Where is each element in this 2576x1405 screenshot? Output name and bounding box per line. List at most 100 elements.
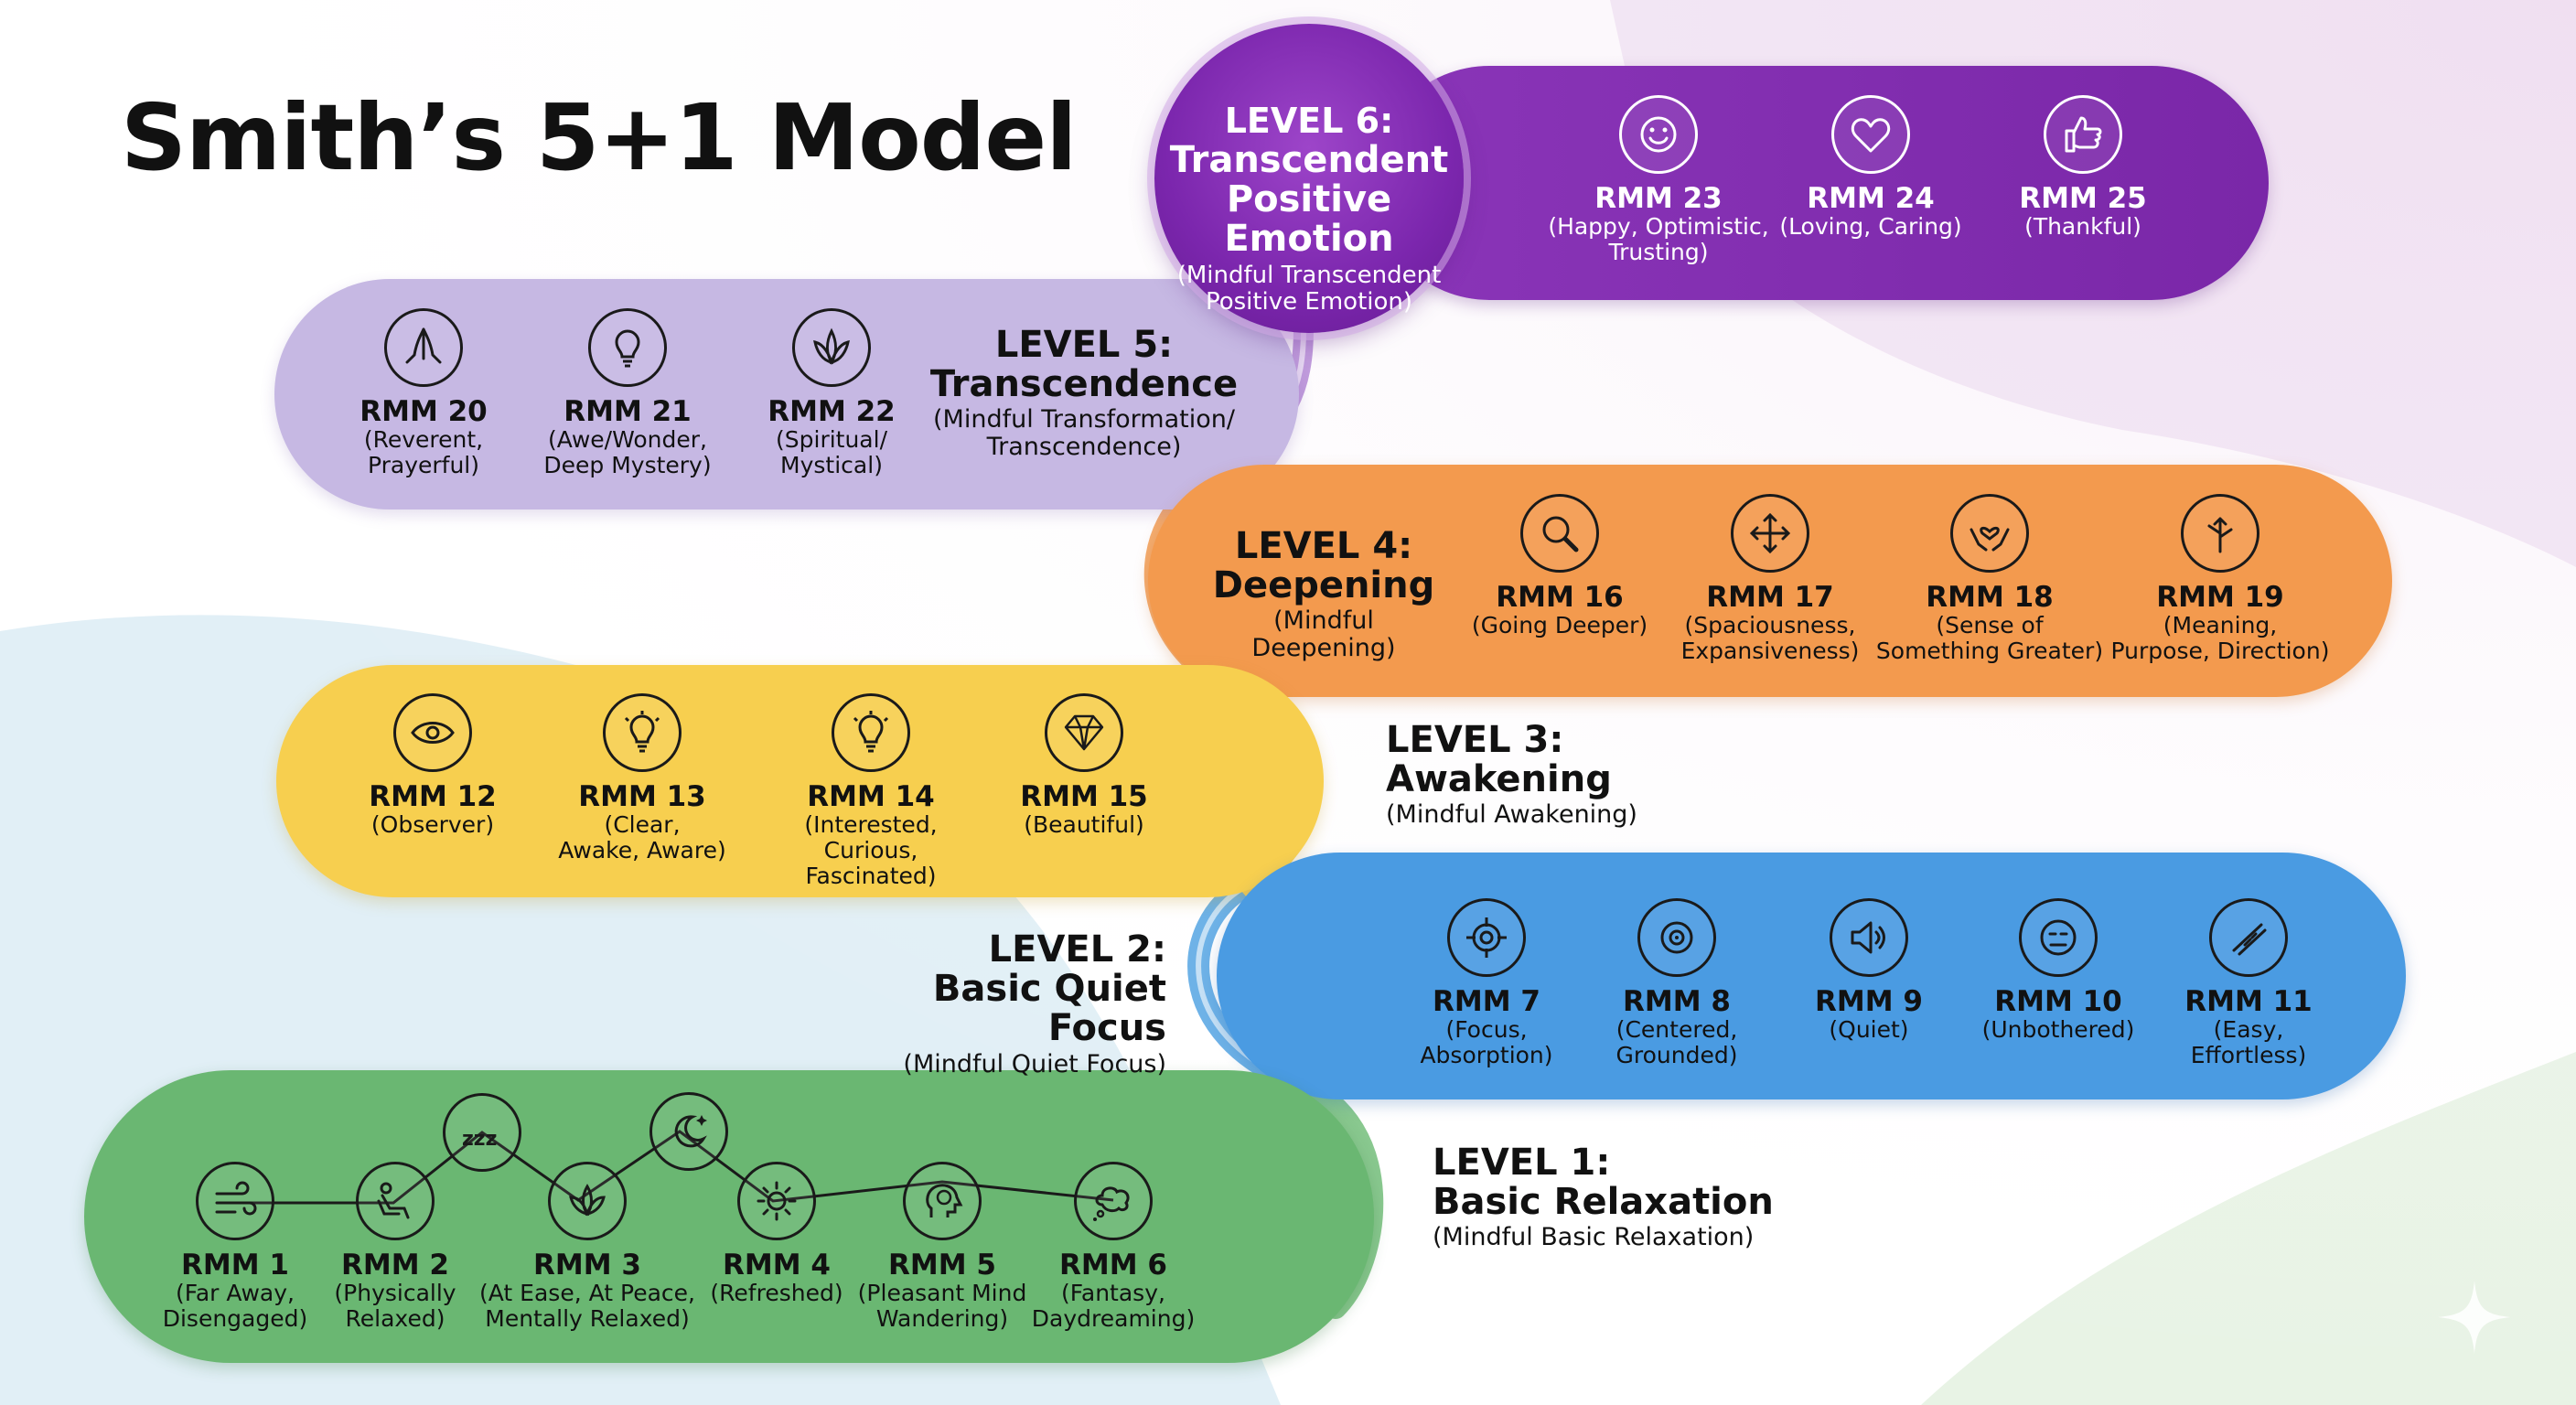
speaker-icon xyxy=(1830,898,1908,977)
head-brain-icon xyxy=(903,1162,982,1240)
level-1-name: LEVEL 1: xyxy=(1433,1142,1611,1184)
rmm-label: RMM 13 xyxy=(578,780,706,813)
rmm-label: RMM 10 xyxy=(1994,985,2122,1018)
rmm-24: RMM 24(Loving, Caring) xyxy=(1756,95,1985,240)
lotus-icon xyxy=(792,308,871,387)
rmm-desc: (Interested, Curious, Fascinated) xyxy=(804,811,938,890)
level-2-heading: LEVEL 2: Basic Quiet Focus (Mindful Quie… xyxy=(805,928,1166,1077)
rmm-desc: (Loving, Caring) xyxy=(1779,213,1962,241)
rmm-13: RMM 13(Clear, Awake, Aware) xyxy=(528,693,757,863)
rmm-desc: (Meaning, Purpose, Direction) xyxy=(2110,612,2330,665)
diamond-icon xyxy=(1045,693,1123,772)
rmm-desc: (Refreshed) xyxy=(710,1280,843,1307)
level-4-title: Deepening xyxy=(1212,564,1435,607)
level-2-band xyxy=(1217,853,2406,1099)
rmm-label: RMM 1 xyxy=(181,1249,289,1282)
rmm-18: RMM 18(Sense of Something Greater) xyxy=(1875,494,2104,664)
rmm-21: RMM 21(Awe/Wonder, Deep Mystery) xyxy=(513,308,742,478)
magnifier-icon xyxy=(1520,494,1599,573)
rmm-desc: (At Ease, At Peace, Mentally Relaxed) xyxy=(479,1280,695,1333)
level-2-name: LEVEL 2: xyxy=(988,928,1166,971)
level-6-title: Transcendent Positive Emotion xyxy=(1169,138,1449,261)
moon-stars-icon xyxy=(649,1092,728,1171)
rmm-desc: (Centered, Grounded) xyxy=(1615,1016,1738,1069)
sleep-zzz-icon: zzz xyxy=(443,1093,521,1172)
level-3-name: LEVEL 3: xyxy=(1386,719,1564,761)
level-2-title: Basic Quiet Focus xyxy=(932,968,1166,1050)
reclining-person-icon xyxy=(356,1162,435,1240)
rmm-4: RMM 4(Refreshed) xyxy=(662,1162,891,1306)
rmm-desc: (Awe/Wonder, Deep Mystery) xyxy=(543,426,712,479)
target-icon xyxy=(1447,898,1526,977)
wind-icon xyxy=(196,1162,274,1240)
level-5-title: Transcendence xyxy=(929,363,1239,406)
rmm-desc: (Spiritual/ Mystical) xyxy=(776,426,887,479)
rmm-desc: (Pleasant Mind Wandering) xyxy=(857,1280,1027,1333)
lightbulb-icon xyxy=(832,693,910,772)
level-5-subtitle: (Mindful Transformation/ Transcendence) xyxy=(933,405,1235,461)
level-4-heading: LEVEL 4: Deepening (Mindful Deepening) xyxy=(1200,526,1447,662)
rmm-20: RMM 20(Reverent, Prayerful) xyxy=(309,308,538,478)
rmm-label: RMM 6 xyxy=(1059,1249,1167,1282)
level-6-subtitle: (Mindful Transcendent Positive Emotion) xyxy=(1176,262,1442,316)
rmm-16: RMM 16(Going Deeper) xyxy=(1445,494,1674,638)
thought-cloud-icon xyxy=(1074,1162,1153,1240)
rmm-11: RMM 11(Easy, Effortless) xyxy=(2134,898,2363,1068)
rmm-desc: (Fantasy, Daydreaming) xyxy=(1031,1280,1196,1333)
lightbulb-icon xyxy=(603,693,682,772)
rmm-17: RMM 17(Spaciousness, Expansiveness) xyxy=(1656,494,1884,664)
level-6-name: LEVEL 6: xyxy=(1224,101,1394,141)
rmm-7: RMM 7(Focus, Absorption) xyxy=(1372,898,1601,1068)
rmm-label: RMM 8 xyxy=(1623,985,1731,1018)
rmm-label: RMM 14 xyxy=(807,780,935,813)
rmm-desc: (Happy, Optimistic, Trusting) xyxy=(1548,213,1769,266)
rmm-8: RMM 8(Centered, Grounded) xyxy=(1562,898,1791,1068)
rmm-desc: (Clear, Awake, Aware) xyxy=(558,811,726,864)
sun-icon xyxy=(737,1162,816,1240)
rmm-desc: (Thankful) xyxy=(2024,213,2141,241)
level-6-band xyxy=(1372,66,2269,300)
rmm-25: RMM 25(Thankful) xyxy=(1969,95,2197,240)
rmm-10: RMM 10(Unbothered) xyxy=(1944,898,2173,1043)
page-title: Smith’s 5+1 Model xyxy=(121,84,1077,191)
rmm-desc: (Easy, Effortless) xyxy=(2190,1016,2307,1069)
level-1-heading: LEVEL 1: Basic Relaxation (Mindful Basic… xyxy=(1433,1142,1774,1250)
level-1-title: Basic Relaxation xyxy=(1433,1181,1774,1224)
rmm-desc: (Unbothered) xyxy=(1981,1016,2135,1044)
heart-icon xyxy=(1831,95,1910,174)
lotus-icon xyxy=(548,1162,627,1240)
rmm-6: RMM 6(Fantasy, Daydreaming) xyxy=(999,1162,1228,1332)
rmm-label: RMM 17 xyxy=(1706,581,1834,614)
rmm-desc: (Sense of Something Greater) xyxy=(1875,612,2104,665)
rmm-5: RMM 5(Pleasant Mind Wandering) xyxy=(828,1162,1057,1332)
rmm-desc: (Observer) xyxy=(370,811,495,839)
rmm-label: RMM 25 xyxy=(2019,182,2147,215)
rmm-label: RMM 24 xyxy=(1807,182,1935,215)
lightbulb-icon xyxy=(588,308,667,387)
zzz-text: zzz xyxy=(462,1128,497,1151)
rmm-label: RMM 3 xyxy=(533,1249,641,1282)
rmm-label: RMM 4 xyxy=(723,1249,831,1282)
thumbs-up-icon xyxy=(2044,95,2122,174)
rmm-label: RMM 12 xyxy=(369,780,497,813)
rmm-9: RMM 9(Quiet) xyxy=(1755,898,1983,1043)
rmm-label: RMM 11 xyxy=(2184,985,2313,1018)
rmm-label: RMM 5 xyxy=(888,1249,996,1282)
praying-hands-icon xyxy=(384,308,463,387)
sparkle-icon xyxy=(2438,1281,2511,1354)
signpost-icon xyxy=(2181,494,2259,573)
rmm-3: RMM 3(At Ease, At Peace, Mentally Relaxe… xyxy=(473,1162,702,1332)
level-3-heading: LEVEL 3: Awakening (Mindful Awakening) xyxy=(1386,719,1637,830)
smile-icon xyxy=(1619,95,1698,174)
level-3-title: Awakening xyxy=(1386,758,1612,801)
level-3-subtitle: (Mindful Awakening) xyxy=(1386,800,1637,830)
level-5-heading: LEVEL 5: Transcendence (Mindful Transfor… xyxy=(928,325,1240,461)
rmm-desc: (Quiet) xyxy=(1829,1016,1909,1044)
level-4-subtitle: (Mindful Deepening) xyxy=(1251,606,1396,662)
rmm-19: RMM 19(Meaning, Purpose, Direction) xyxy=(2106,494,2334,664)
rmm-label: RMM 16 xyxy=(1496,581,1624,614)
rmm-2: RMM 2(Physically Relaxed) xyxy=(281,1162,510,1332)
rmm-1: RMM 1(Far Away, Disengaged) xyxy=(121,1162,349,1332)
rmm-22: RMM 22(Spiritual/ Mystical) xyxy=(717,308,946,478)
rmm-23: RMM 23(Happy, Optimistic, Trusting) xyxy=(1544,95,1773,265)
